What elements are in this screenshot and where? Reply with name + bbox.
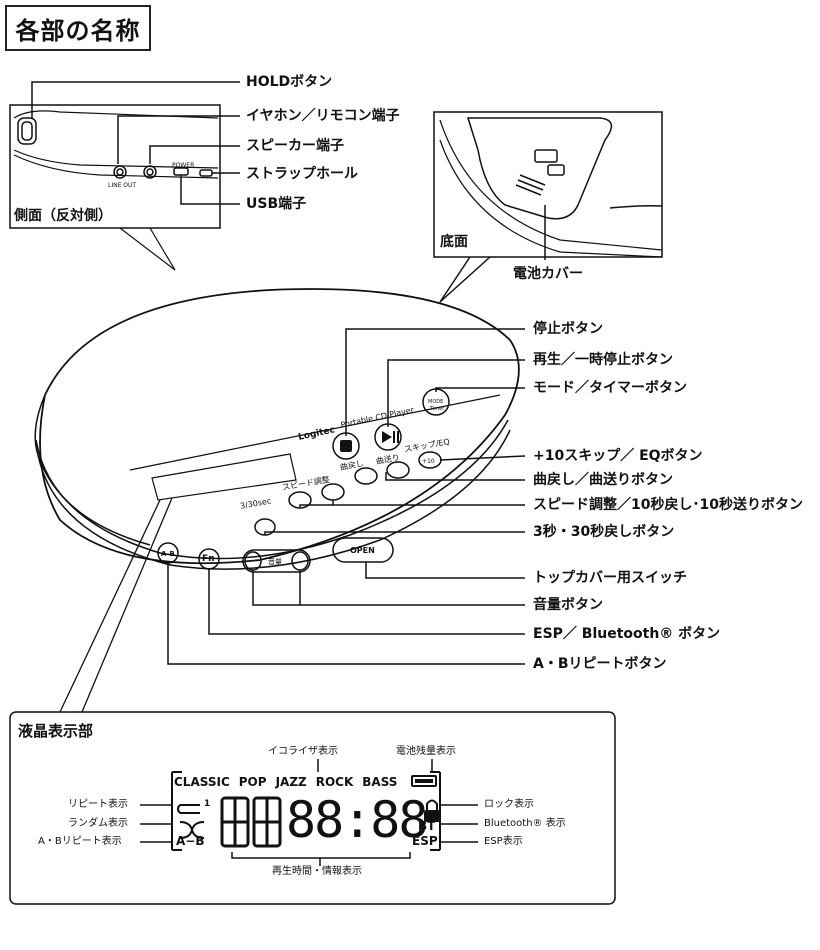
volume-printed-text: 音量 (268, 558, 282, 566)
power-port-text: POWER (172, 162, 195, 169)
side-view-frame (9, 104, 221, 229)
eq-mode-classic: CLASSIC (174, 775, 230, 789)
plus10-button-text: +10 (422, 458, 435, 465)
play-pause-button-label: 再生／一時停止ボタン (533, 352, 673, 368)
hold-button-label: HOLDボタン (246, 74, 333, 90)
ab-repeat-button-label: A・Bリピートボタン (533, 656, 667, 672)
bt-indicator-text: BT (418, 819, 436, 833)
volume-button-label: 音量ボタン (533, 597, 603, 613)
mode-button-text: MODE (428, 399, 444, 405)
eq-mode-row: CLASSIC POP JAZZ ROCK BASS (174, 775, 397, 789)
time-digits: 88:88 (286, 791, 429, 849)
lcd-section-title: 液晶表示部 (18, 722, 94, 740)
page-title: 各部の名称 (5, 5, 151, 51)
esp-bluetooth-button-label: ESP／ Bluetooth® ボタン (533, 626, 721, 642)
stop-button-label: 停止ボタン (533, 321, 603, 337)
eq-mode-jazz: JAZZ (275, 775, 307, 789)
bluetooth-indicator-label: Bluetooth® 表示 (484, 818, 566, 829)
line-out-port-text: LINE OUT (108, 182, 137, 189)
usb-port-label: USB端子 (246, 196, 307, 212)
speaker-jack-label: スピーカー端子 (246, 138, 344, 154)
repeat-one-indicator: 1 (204, 799, 211, 809)
esp-indicator-text: ESP (412, 834, 438, 848)
random-indicator-label: ランダム表示 (68, 818, 128, 829)
top-cover-switch-label: トップカバー用スイッチ (533, 570, 687, 586)
speed-adjust-button-label: スピード調整／10秒戻し･10秒送りボタン (533, 497, 803, 513)
skip-eq-button-label: +10スキップ／ EQボタン (533, 448, 703, 464)
esp-indicator-label: ESP表示 (484, 836, 523, 847)
lock-indicator-label: ロック表示 (484, 799, 534, 810)
repeat-indicator-label: リピート表示 (68, 799, 128, 810)
ab-button-text: A-B (161, 550, 175, 558)
battery-cover-label: 電池カバー (513, 266, 583, 282)
bottom-view-caption: 底面 (440, 234, 468, 250)
prev-next-button-label: 曲戻し／曲送りボタン (533, 472, 673, 488)
open-switch-text: OPEN (350, 546, 375, 555)
eq-mode-bass: BASS (362, 775, 398, 789)
earphone-jack-label: イヤホン／リモコン端子 (246, 108, 400, 124)
eq-mode-rock: ROCK (315, 775, 354, 789)
equalizer-indicator-label: イコライザ表示 (268, 746, 338, 757)
strap-hole-label: ストラップホール (246, 166, 358, 182)
fn-button-text: Fn (202, 554, 215, 564)
mode-timer-button-label: モード／タイマーボタン (533, 380, 687, 396)
side-view-caption: 側面（反対側） (14, 208, 112, 224)
time-info-label: 再生時間・情報表示 (272, 866, 362, 877)
battery-indicator-label: 電池残量表示 (396, 746, 456, 757)
ab-indicator-text: A−B (176, 834, 205, 848)
mode-button-subtext: Timer (430, 406, 445, 412)
eq-mode-pop: POP (238, 775, 267, 789)
back-3-30-button-label: 3秒・30秒戻しボタン (533, 524, 675, 540)
ab-repeat-indicator-label: A・Bリピート表示 (38, 836, 122, 847)
